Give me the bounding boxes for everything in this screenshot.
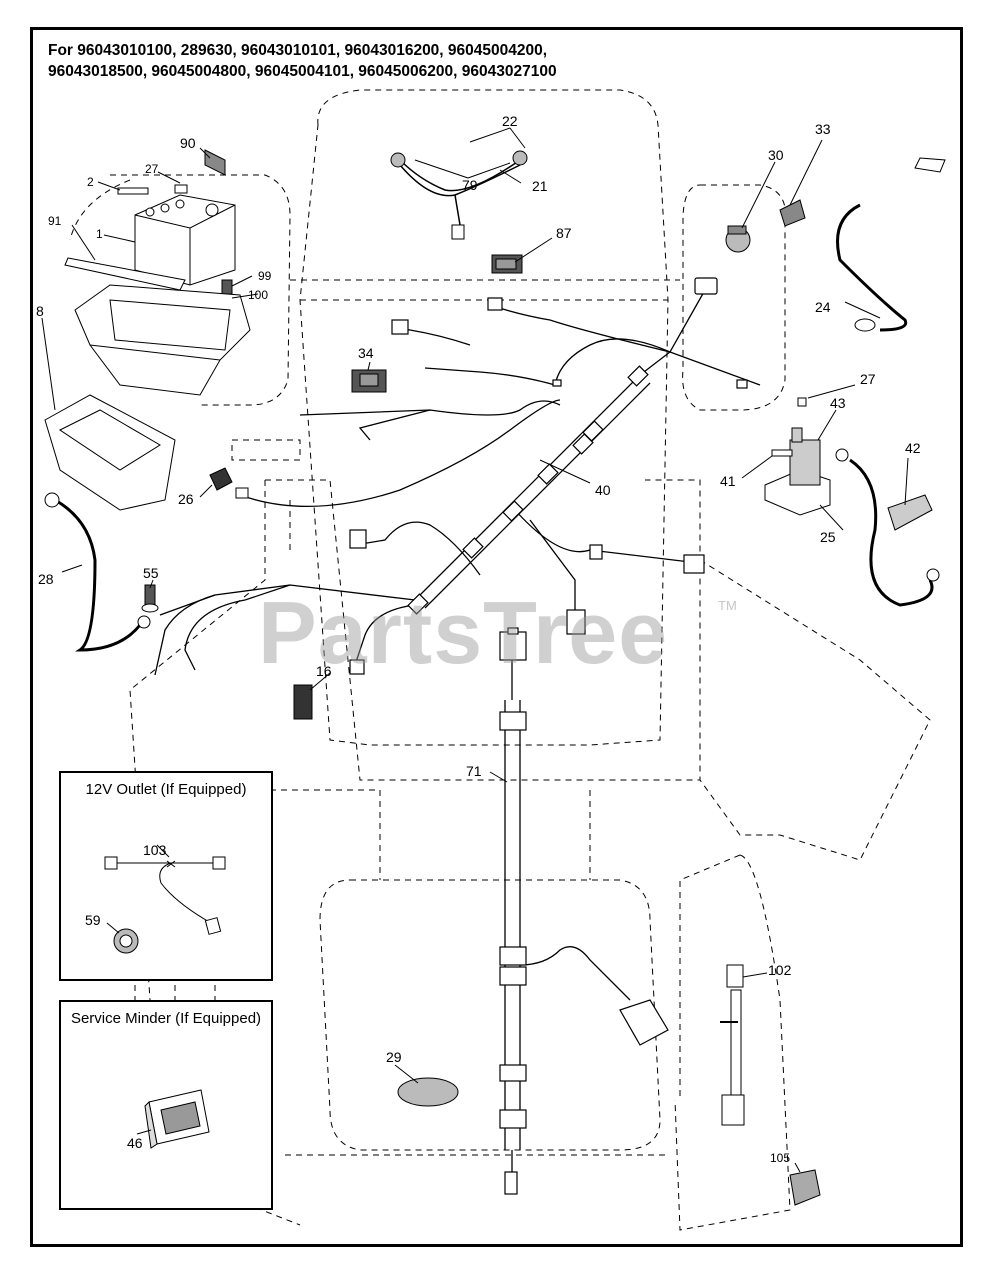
tractor-outline xyxy=(69,89,931,1231)
callout-26: 26 xyxy=(178,491,194,507)
model-list-line-2: 96043018500, 96045004800, 96045004101, 9… xyxy=(48,63,557,80)
callout-labels: 90 27 2 1 91 99 100 8 22 79 21 87 30 33 … xyxy=(36,113,921,1165)
cable-28-end xyxy=(137,615,151,629)
switch-34 xyxy=(351,369,387,393)
callout-27-battery: 27 xyxy=(145,162,159,176)
callout-105: 105 xyxy=(770,1151,790,1165)
battery-tray-8 xyxy=(74,284,251,396)
connector-16 xyxy=(293,684,313,720)
inset-12v-outlet-title: 12V Outlet (If Equipped) xyxy=(85,781,247,798)
battery-box xyxy=(44,394,176,511)
cable-28 xyxy=(54,498,142,652)
callout-41: 41 xyxy=(720,473,736,489)
inset-12v-outlet: 12V Outlet (If Equipped) 103 59 xyxy=(59,771,273,981)
callout-1: 1 xyxy=(96,227,103,241)
headlight-harness-21 xyxy=(399,159,521,226)
cable-25-end xyxy=(926,568,940,582)
callout-46: 46 xyxy=(127,1135,143,1151)
watermark: PartsTree xyxy=(258,583,669,682)
callout-25: 25 xyxy=(820,529,836,545)
leader-lines xyxy=(41,127,909,1173)
callout-43: 43 xyxy=(830,395,846,411)
headlight-bulb-left xyxy=(390,152,406,168)
callout-100: 100 xyxy=(248,288,268,302)
callout-71: 71 xyxy=(466,763,482,779)
part-29 xyxy=(397,1077,459,1107)
callout-27-solenoid: 27 xyxy=(860,371,876,387)
outlet-harness-103: 103 59 xyxy=(85,842,226,954)
rear-harness-connectors xyxy=(499,627,669,1195)
model-list-line-1: For 96043010100, 289630, 96043010101, 96… xyxy=(48,42,548,59)
headlight-connector xyxy=(451,224,465,240)
cable-24-terminal xyxy=(914,157,946,173)
callout-30: 30 xyxy=(768,147,784,163)
callout-42: 42 xyxy=(905,440,921,456)
boot-42 xyxy=(887,494,933,531)
callout-28: 28 xyxy=(38,571,54,587)
callout-79: 79 xyxy=(462,177,478,193)
cable-24-ring xyxy=(854,318,876,332)
callout-22: 22 xyxy=(502,113,518,129)
service-minder-46: 46 xyxy=(127,1089,210,1151)
callout-103: 103 xyxy=(143,842,167,858)
cable-28-ring xyxy=(44,492,60,508)
callout-8: 8 xyxy=(36,303,44,319)
bolt-41 xyxy=(771,449,793,457)
bolt-55 xyxy=(141,584,159,613)
part-105 xyxy=(789,1169,821,1206)
headlight-bulb-right xyxy=(512,150,528,166)
battery-1 xyxy=(134,194,236,286)
watermark-tm: TM xyxy=(718,598,737,613)
callout-91: 91 xyxy=(48,214,62,228)
callout-16: 16 xyxy=(316,663,332,679)
ignition-switch-30 xyxy=(725,199,806,253)
callout-55: 55 xyxy=(143,565,159,581)
callout-87: 87 xyxy=(556,225,572,241)
callout-102: 102 xyxy=(768,962,792,978)
callout-2: 2 xyxy=(87,175,94,189)
relay-87 xyxy=(491,254,523,274)
model-list-header: For 96043010100, 289630, 96043010101, 96… xyxy=(48,40,948,82)
fuse-holder xyxy=(235,487,249,499)
callout-34: 34 xyxy=(358,345,374,361)
callout-99: 99 xyxy=(258,269,272,283)
diagram-frame xyxy=(30,27,963,1247)
fuse-26 xyxy=(209,467,233,491)
callout-24: 24 xyxy=(815,299,831,315)
harness-connectors xyxy=(349,277,748,675)
callout-59: 59 xyxy=(85,912,101,928)
main-harness-40 xyxy=(154,289,761,676)
callout-29: 29 xyxy=(386,1049,402,1065)
solenoid-43 xyxy=(764,397,831,516)
part-102 xyxy=(720,964,745,1126)
cable-25 xyxy=(849,458,934,607)
callout-90: 90 xyxy=(180,135,196,151)
callout-33: 33 xyxy=(815,121,831,137)
cable-25-ring xyxy=(835,448,849,462)
inset-service-minder-title: Service Minder (If Equipped) xyxy=(70,1010,262,1027)
callout-40: 40 xyxy=(595,482,611,498)
inset-service-minder: Service Minder (If Equipped) 46 xyxy=(59,1000,273,1210)
callout-21: 21 xyxy=(532,178,548,194)
cable-24 xyxy=(836,203,908,332)
